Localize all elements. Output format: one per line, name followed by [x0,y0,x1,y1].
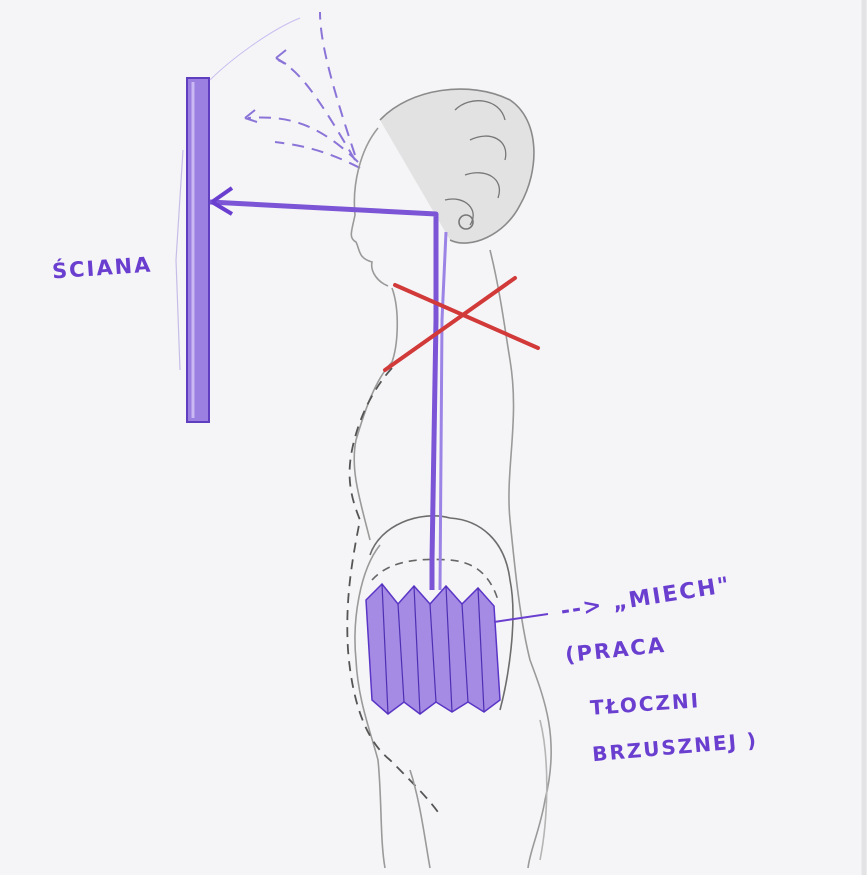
woman-figure [347,89,551,868]
wall-faint-edge [176,150,183,370]
airflow-line [210,202,436,590]
sound-arc-arrowhead-1 [245,110,257,122]
sound-arc-3 [248,118,358,162]
sound-arc-4 [275,142,360,168]
sound-arc-faint [210,18,300,80]
face-profile [351,128,388,286]
airflow-path [210,202,446,590]
leg-back [540,720,547,860]
throat-cross [385,278,538,370]
bellows [366,584,548,714]
neck-back [490,250,510,360]
sound-arc-2 [278,60,355,160]
throat-cross-stroke-1 [395,285,538,348]
airflow-line-inner [440,232,446,590]
wall [176,78,209,422]
sound-arcs [210,12,360,168]
throat-cross-stroke-2 [385,278,515,370]
leg-front [410,770,430,868]
chest-outline [354,362,392,540]
breath-contour [347,368,440,815]
wall-board [187,78,209,422]
sound-arc-arrowhead-2 [276,50,286,64]
sound-arc-1 [320,12,355,155]
neck-front [392,288,397,362]
hair [380,89,534,243]
